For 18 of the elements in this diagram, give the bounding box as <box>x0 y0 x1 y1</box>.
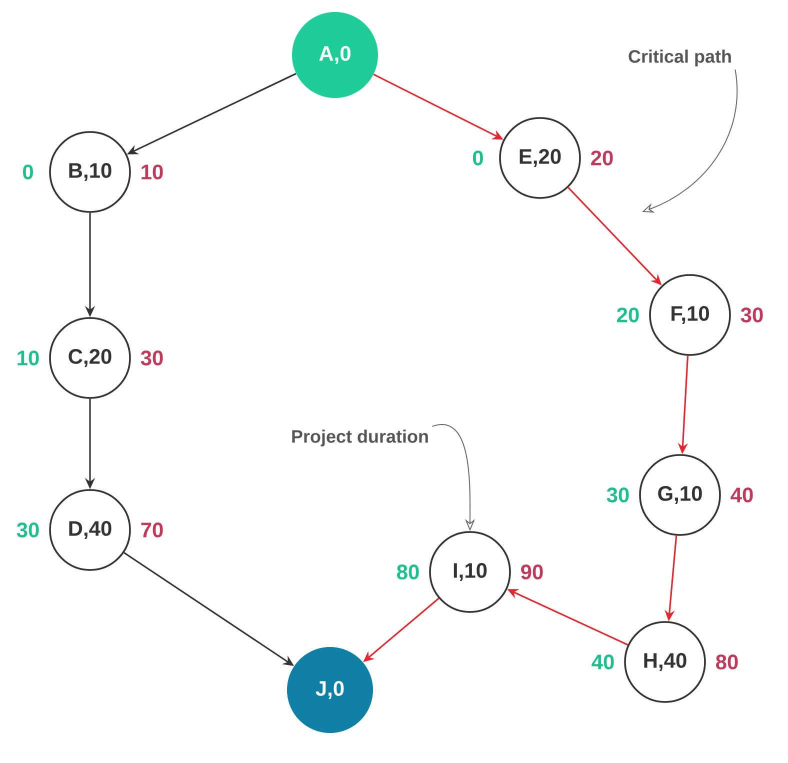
start-time: 30 <box>16 522 39 538</box>
start-time: 10 <box>18 350 39 366</box>
annotation-text: Critical path <box>628 50 731 66</box>
start-time: 20 <box>617 308 639 322</box>
finish-time: 70 <box>141 522 163 538</box>
start-time: 80 <box>396 564 419 580</box>
finish-time: 30 <box>740 308 763 322</box>
finish-time: 20 <box>591 150 613 166</box>
finish-time: 90 <box>521 564 543 580</box>
start-time: 30 <box>606 488 629 502</box>
start-time: 0 <box>23 164 33 180</box>
finish-time: 10 <box>142 164 163 180</box>
finish-time: 80 <box>716 654 738 670</box>
finish-time: 40 <box>730 488 753 502</box>
annotation-text: Project duration <box>292 430 428 446</box>
finish-time: 30 <box>140 350 163 366</box>
start-time: 40 <box>592 654 614 670</box>
start-time: 0 <box>473 150 483 166</box>
